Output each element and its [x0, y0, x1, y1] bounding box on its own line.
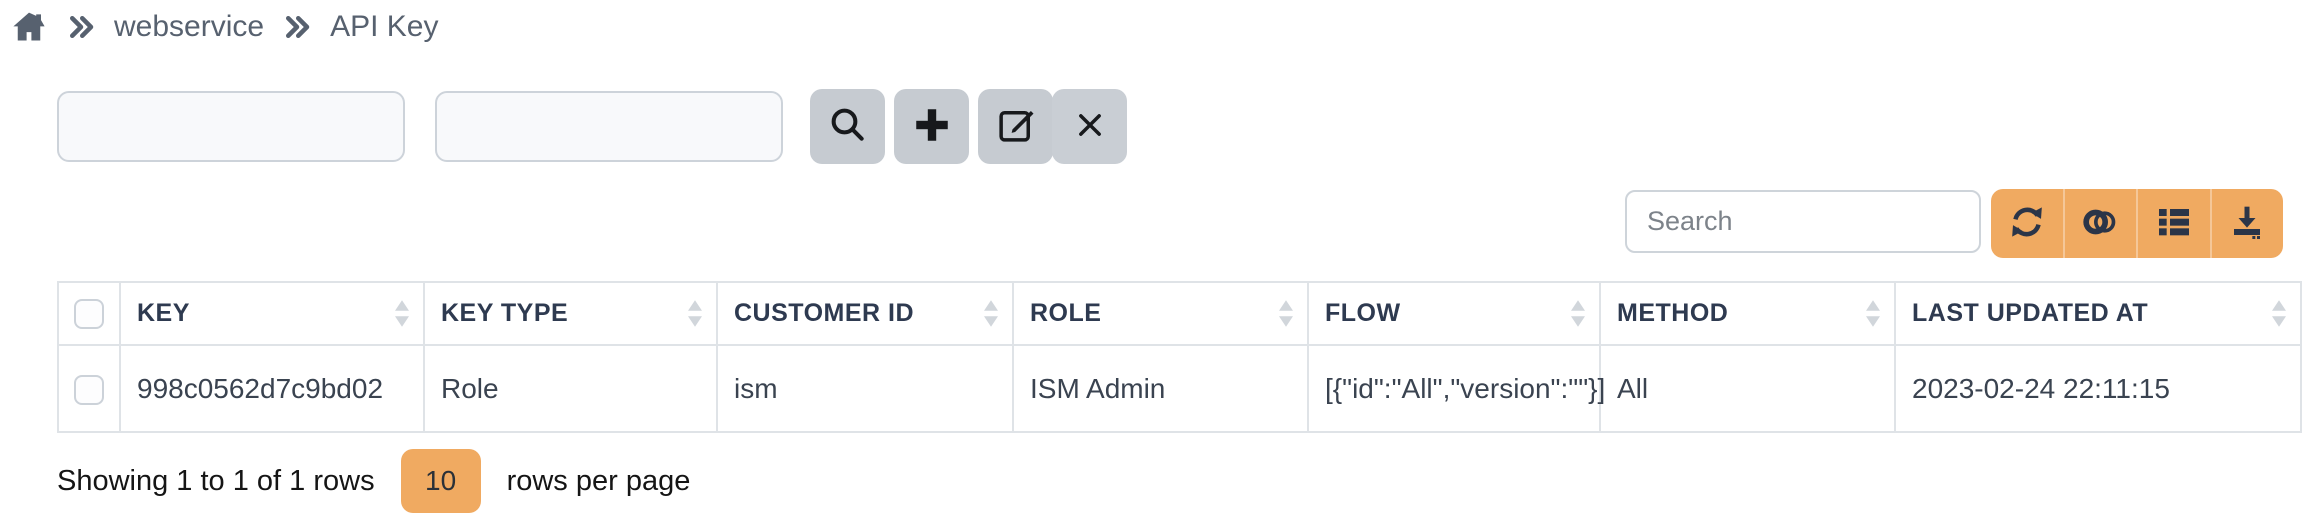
home-icon[interactable] [10, 9, 48, 45]
sort-icon[interactable] [1866, 300, 1880, 327]
toggle-view-button[interactable] [2062, 189, 2137, 258]
sort-icon[interactable] [1279, 300, 1293, 327]
search-icon [827, 104, 869, 149]
column-header-key[interactable]: KEY [119, 281, 425, 346]
sort-icon[interactable] [984, 300, 998, 327]
toggle-icon [2080, 202, 2120, 245]
sort-icon[interactable] [395, 300, 409, 327]
api-key-table: KEY KEY TYPE CUSTOMER ID ROLE FLOW METHOD LAST… [57, 281, 2302, 433]
refresh-icon [2007, 202, 2047, 245]
close-icon [1070, 105, 1110, 148]
column-header-label: FLOW [1325, 299, 1401, 327]
column-header-label: KEY [137, 299, 190, 327]
sort-icon[interactable] [688, 300, 702, 327]
column-header-label: CUSTOMER ID [734, 299, 915, 327]
add-button[interactable] [894, 89, 969, 164]
refresh-button[interactable] [1991, 189, 2063, 258]
cell: ism [716, 344, 1014, 433]
column-header-last-updated-at[interactable]: LAST UPDATED AT [1894, 281, 2302, 346]
column-header-label: ROLE [1030, 299, 1102, 327]
breadcrumb-item-api-key: API Key [330, 10, 439, 43]
clear-button[interactable] [1052, 89, 1127, 164]
edit-button[interactable] [978, 89, 1053, 164]
search-button[interactable] [810, 89, 885, 164]
plus-icon [911, 104, 953, 149]
columns-button[interactable] [2136, 189, 2210, 258]
column-header-method[interactable]: METHOD [1599, 281, 1896, 346]
row-checkbox[interactable] [74, 374, 104, 405]
table-header-row: KEY KEY TYPE CUSTOMER ID ROLE FLOW METHOD LAST… [57, 281, 2302, 346]
download-icon [2227, 202, 2267, 245]
pagination-footer: Showing 1 to 1 of 1 rows 10 rows per pag… [57, 447, 690, 515]
table-search-input[interactable] [1625, 190, 1981, 253]
table-toolbar-button-group [1991, 189, 2283, 258]
column-header-flow[interactable]: FLOW [1307, 281, 1601, 346]
cell: Role [423, 344, 718, 433]
export-button[interactable] [2209, 189, 2284, 258]
cell: 2023-02-24 22:11:15 [1894, 344, 2302, 433]
select-all-checkbox[interactable] [74, 298, 104, 329]
breadcrumb-item-webservice[interactable]: webservice [114, 10, 265, 43]
chevron-double-right-icon [282, 14, 312, 40]
columns-icon [2154, 202, 2194, 245]
column-header-role[interactable]: ROLE [1012, 281, 1309, 346]
page-size-dropdown[interactable]: 10 [400, 449, 481, 513]
edit-icon [995, 104, 1037, 149]
filter-input-2[interactable] [435, 91, 783, 162]
cell: ISM Admin [1012, 344, 1309, 433]
rows-per-page-label: rows per page [506, 464, 691, 497]
cell: 998c0562d7c9bd02 [119, 344, 425, 433]
column-header-label: METHOD [1617, 299, 1729, 327]
chevron-double-right-icon [66, 14, 96, 40]
pagination-summary: Showing 1 to 1 of 1 rows [57, 464, 375, 497]
column-header-key-type[interactable]: KEY TYPE [423, 281, 718, 346]
sort-icon[interactable] [2272, 300, 2286, 327]
breadcrumb: webservice API Key [10, 6, 438, 48]
cell: All [1599, 344, 1896, 433]
column-header-label: KEY TYPE [441, 299, 569, 327]
column-header-label: LAST UPDATED AT [1912, 299, 2149, 327]
sort-icon[interactable] [1571, 300, 1585, 327]
filter-input-1[interactable] [57, 91, 405, 162]
column-header-customer-id[interactable]: CUSTOMER ID [716, 281, 1014, 346]
cell: [{"id":"All","version":""}] [1307, 344, 1605, 433]
